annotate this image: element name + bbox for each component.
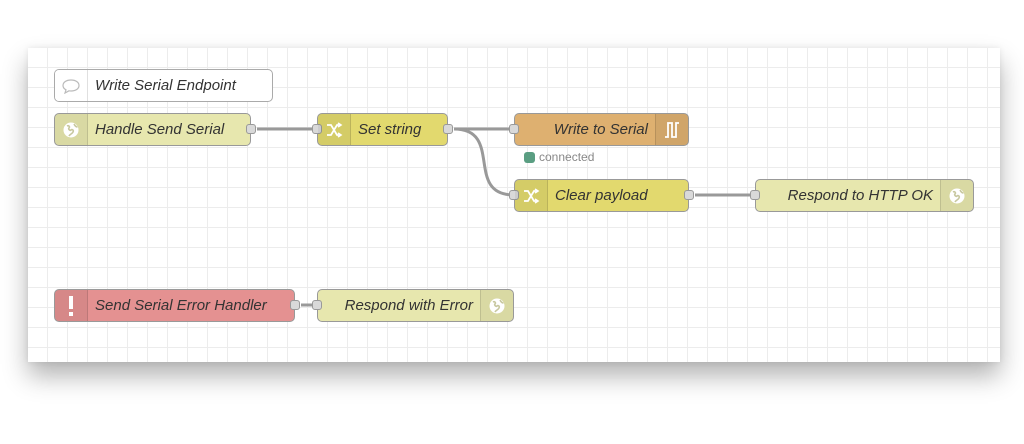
respond-error-input-port[interactable] [312, 300, 322, 310]
catch-label: Send Serial Error Handler [95, 297, 267, 314]
status-connected-dot [524, 151, 535, 163]
comment-node[interactable]: Write Serial Endpoint [54, 69, 273, 102]
http-in-label: Handle Send Serial [95, 121, 225, 138]
serial-out-input-port[interactable] [509, 124, 519, 134]
clear-payload-label: Clear payload [555, 187, 648, 204]
globe-icon [940, 180, 973, 211]
flow-canvas[interactable]: Write Serial Endpoint Handle Send Serial… [28, 48, 1000, 362]
globe-icon [480, 290, 513, 321]
serial-out-label: Write to Serial [553, 121, 648, 138]
set-string-output-port[interactable] [443, 124, 453, 134]
set-string-node[interactable]: Set string [312, 113, 453, 146]
comment-label: Write Serial Endpoint [95, 77, 236, 94]
wire-set-string-to-clear-payload[interactable] [453, 127, 515, 197]
serial-status-text: connected [539, 150, 595, 164]
catch-node[interactable]: Send Serial Error Handler [54, 289, 300, 322]
clear-payload-output-port[interactable] [684, 190, 694, 200]
respond-ok-input-port[interactable] [750, 190, 760, 200]
set-string-input-port[interactable] [312, 124, 322, 134]
respond-ok-label: Respond to HTTP OK [787, 187, 933, 204]
catch-output-port[interactable] [290, 300, 300, 310]
respond-error-label: Respond with Error [344, 297, 473, 314]
http-in-output-port[interactable] [246, 124, 256, 134]
serial-status: connected [524, 150, 594, 164]
shuffle-icon [318, 114, 351, 145]
respond-error-node[interactable]: Respond with Error [312, 289, 514, 322]
http-in-node[interactable]: Handle Send Serial [54, 113, 256, 146]
clear-payload-input-port[interactable] [509, 190, 519, 200]
shuffle-icon [515, 180, 548, 211]
globe-icon [55, 114, 88, 145]
comment-icon [55, 70, 88, 101]
flow-wires [257, 127, 755, 307]
set-string-label: Set string [358, 121, 422, 138]
serial-out-node[interactable]: Write to Serial [509, 113, 689, 146]
serial-pulse-icon [655, 114, 688, 145]
respond-ok-node[interactable]: Respond to HTTP OK [750, 179, 974, 212]
clear-payload-node[interactable]: Clear payload [509, 179, 694, 212]
exclamation-icon [55, 290, 88, 321]
